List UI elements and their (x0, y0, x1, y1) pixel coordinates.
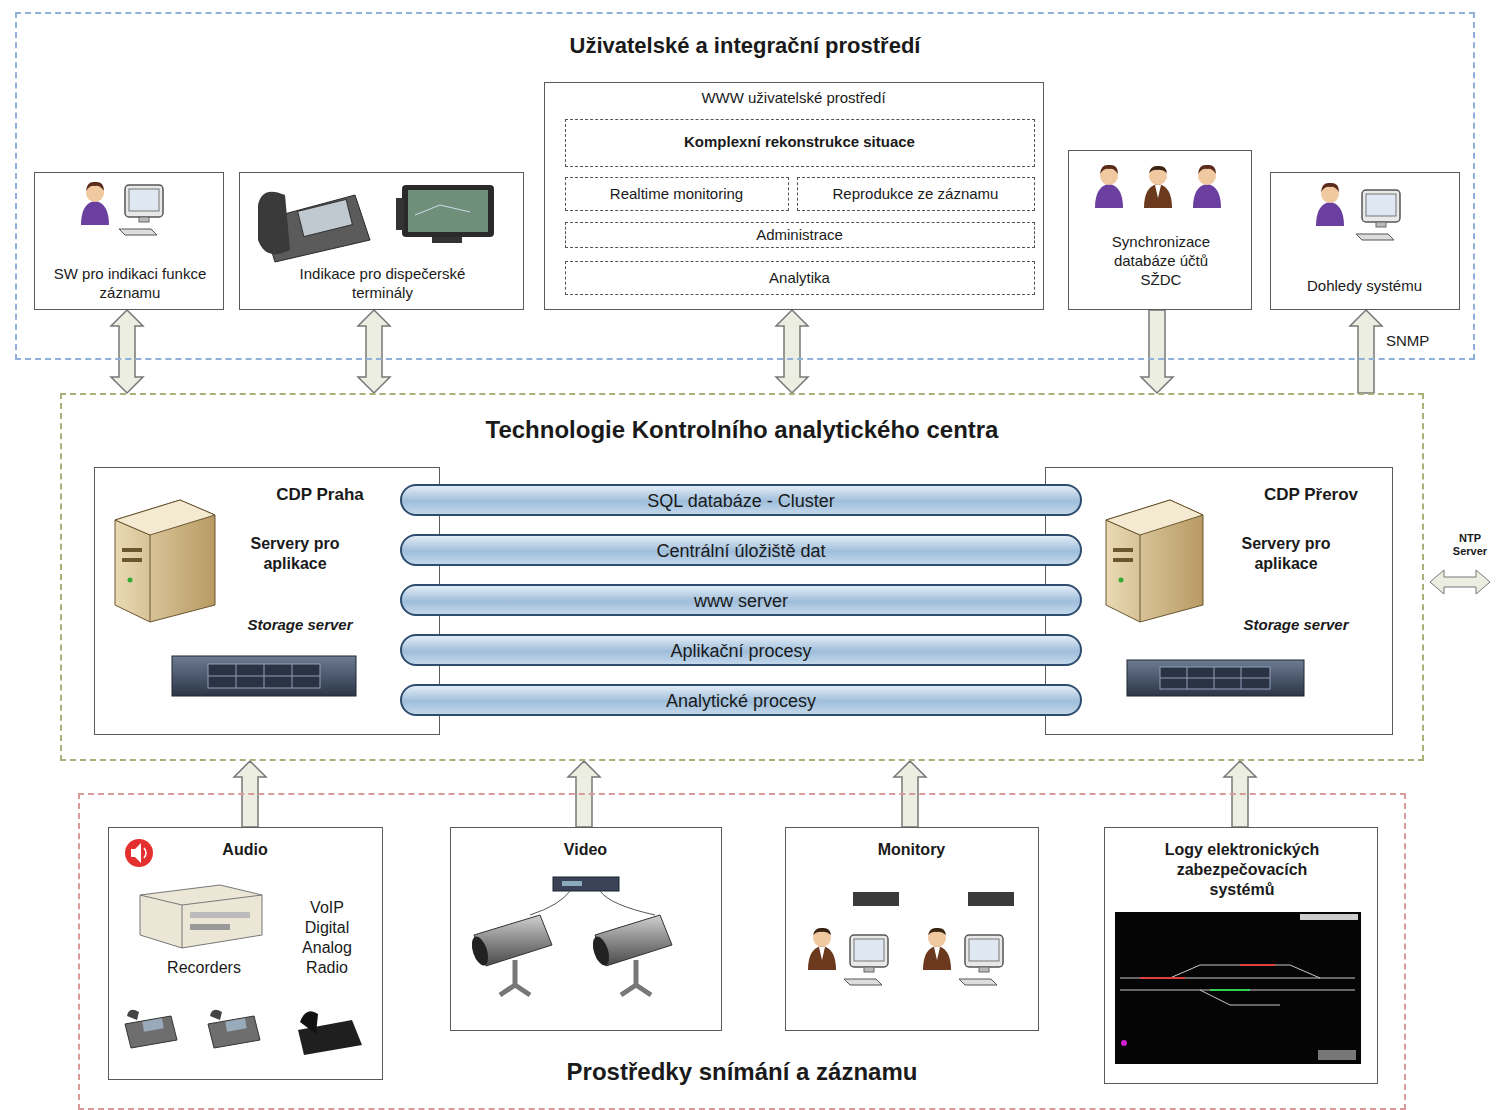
speaker-icon (125, 839, 153, 867)
component-box: Indikace pro dispečerské terminály (239, 172, 524, 310)
node-title: Logy elektronických zabezpečovacích syst… (1152, 840, 1332, 900)
person-icon (1316, 183, 1344, 226)
node-title: Realtime monitoring (570, 185, 783, 204)
node-title: Audio (113, 840, 377, 860)
component-box: Synchronizace databáze účtů SŽDC (1068, 150, 1252, 310)
node-title: SW pro indikaci funkce záznamu (50, 265, 210, 303)
source-box: Logy elektronických zabezpečovacích syst… (1104, 827, 1378, 1084)
recorder-icon (140, 885, 262, 948)
dispatcher-terminal (396, 185, 494, 243)
server-tower (115, 500, 215, 622)
node-title: Dohledy systému (1275, 277, 1454, 296)
web-box: Komplexní rekonstrukce situaceRealtime m… (544, 82, 1044, 310)
service-band: SQL databáze - Cluster (400, 484, 1082, 516)
region-frame: AudioVoIP Digital Analog RadioRecordersV… (78, 793, 1406, 1110)
node-title: Analytické procesy (406, 690, 1076, 713)
service-band: Analytické procesy (400, 684, 1082, 716)
device-icon (853, 892, 899, 906)
node-title: Indikace pro dispečerské terminály (270, 265, 495, 303)
computer-icon (1356, 190, 1400, 240)
node-title: Video (455, 840, 716, 860)
person-icon (1193, 165, 1221, 208)
phone-icon (125, 1010, 177, 1048)
source-box: Monitory (785, 827, 1039, 1031)
component-box: SW pro indikaci funkce záznamu (34, 172, 224, 310)
person-icon (923, 928, 951, 970)
node-title: Technologie Kontrolního analytického cen… (66, 415, 1418, 445)
dispatcher-phone (258, 192, 370, 262)
ntp-arrow (1430, 570, 1490, 594)
block-arrow (776, 310, 808, 393)
node-text: Servery pro aplikace (1216, 534, 1356, 574)
storage-rack (172, 656, 356, 696)
person-icon (808, 928, 836, 970)
node-title: Komplexní rekonstrukce situace (570, 133, 1029, 152)
node-title: Uživatelské a integrační prostředí (21, 32, 1469, 60)
node-text: Servery pro aplikace (230, 534, 360, 574)
track-screenshot (1115, 912, 1361, 1064)
edge-label: SNMP (1384, 332, 1431, 350)
function-box: Reprodukce ze záznamu (797, 177, 1035, 211)
person-icon (1095, 165, 1123, 208)
block-arrow (1141, 310, 1173, 393)
storage-rack (1127, 660, 1304, 696)
node-title: Monitory (790, 840, 1033, 860)
service-band: Centrální úložiště dat (400, 534, 1082, 566)
node-title: CDP Přerov (1241, 484, 1381, 505)
node-title: Reprodukce ze záznamu (802, 185, 1029, 204)
site-box: CDP PřerovServery pro aplikaceStorage se… (1045, 467, 1393, 735)
source-box: AudioVoIP Digital Analog RadioRecorders (108, 827, 383, 1080)
node-title: Administrace (570, 226, 1029, 245)
node-title: www server (406, 590, 1076, 613)
computer-icon (844, 935, 888, 985)
computer-icon (119, 185, 163, 235)
block-arrow (1350, 310, 1382, 393)
site-box: CDP PrahaServery pro aplikaceStorage ser… (94, 467, 440, 735)
source-box: Video (450, 827, 722, 1031)
camera-icon (469, 915, 552, 995)
function-box: Komplexní rekonstrukce situace (565, 119, 1035, 167)
node-text: VoIP Digital Analog Radio (291, 898, 363, 978)
phone-icon (298, 1011, 362, 1055)
node-title: Aplikační procesy (406, 640, 1076, 663)
service-band: Aplikační procesy (400, 634, 1082, 666)
node-title: Synchronizace databáze účtů SŽDC (1099, 233, 1223, 289)
video-encoder (530, 877, 655, 915)
node-text: Recorders (139, 958, 269, 978)
computer-icon (959, 935, 1003, 985)
node-text: Storage server (1211, 616, 1381, 635)
node-title: Centrální úložiště dat (406, 540, 1076, 563)
region-frame: CDP PrahaServery pro aplikaceStorage ser… (60, 393, 1424, 761)
service-band: www server (400, 584, 1082, 616)
server-tower (1106, 500, 1203, 622)
function-box: Realtime monitoring (565, 177, 789, 211)
block-arrow (358, 310, 390, 393)
function-box: Administrace (565, 222, 1035, 248)
person-icon (1144, 166, 1172, 208)
node-title: WWW uživatelské prostředí (549, 89, 1038, 108)
component-box: Dohledy systému (1270, 172, 1460, 310)
node-title: CDP Praha (260, 484, 380, 505)
node-title: Prostředky snímání a záznamu (84, 1057, 1400, 1087)
person-icon (81, 182, 109, 225)
device-icon (968, 892, 1014, 906)
function-box: Analytika (565, 261, 1035, 295)
phone-icon (208, 1010, 260, 1048)
server-label: NTP Server (1446, 532, 1494, 558)
region-frame: SW pro indikaci funkce záznamu Indikace p… (15, 12, 1475, 360)
node-text: Storage server (220, 616, 380, 635)
block-arrow (111, 310, 143, 393)
node-title: Analytika (570, 269, 1029, 288)
node-title: SQL databáze - Cluster (406, 490, 1076, 513)
camera-icon (590, 915, 672, 995)
